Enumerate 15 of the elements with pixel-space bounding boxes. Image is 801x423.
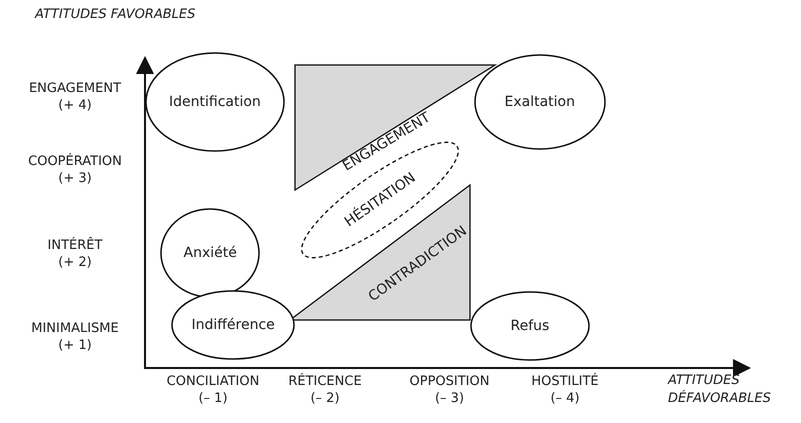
axis-tick-label: MINIMALISME (+ 1) — [30, 320, 120, 354]
axis-tick-label: CONCILIATION (– 1) — [166, 373, 260, 407]
axis-tick-label: RÉTICENCE (– 2) — [287, 373, 363, 407]
axis-tick-label: HOSTILITÉ (– 4) — [530, 373, 600, 407]
axis-tick-label: INTÉRÊT (+ 2) — [46, 237, 104, 271]
axis-title: ATTITUDES FAVORABLES — [35, 6, 196, 24]
axis-tick-label: COOPÉRATION (+ 3) — [27, 153, 123, 187]
axis-title: ATTITUDES DÉFAVORABLES — [668, 372, 772, 408]
oval-label: Indifférence — [192, 317, 275, 333]
oval-label: Identification — [169, 94, 261, 110]
oval-label: Anxiété — [184, 245, 237, 261]
oval-label: Exaltation — [504, 94, 575, 110]
oval-label: Refus — [510, 318, 550, 334]
axis-tick-label: ENGAGEMENT (+ 4) — [28, 80, 122, 114]
axis-tick-label: OPPOSITION (– 3) — [410, 373, 490, 407]
